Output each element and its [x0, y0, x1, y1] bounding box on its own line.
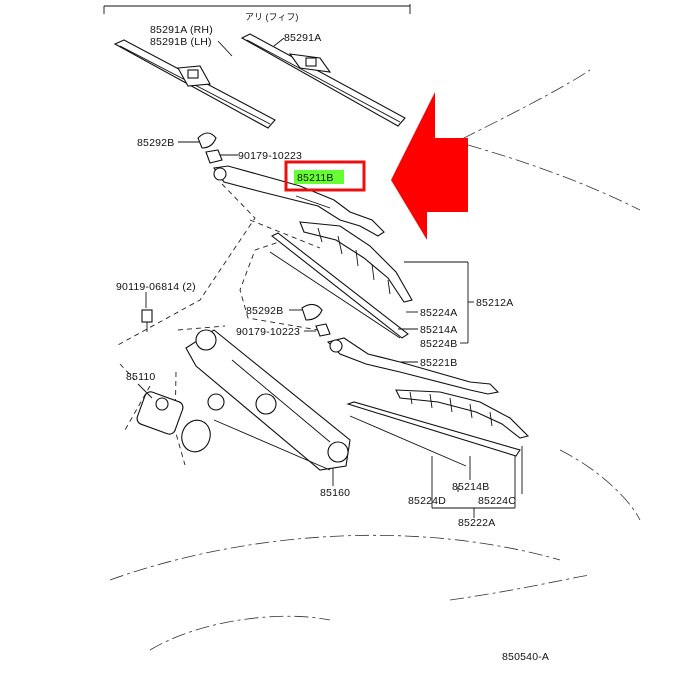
label-85212a: 85212A — [476, 297, 513, 309]
blade-assembly-85222a — [346, 389, 530, 467]
bolt — [141, 292, 153, 332]
label-85224a: 85224A — [420, 307, 457, 319]
label-85224b: 85224B — [420, 338, 457, 350]
highlight-box — [284, 160, 366, 192]
label-85221b: 85221B — [420, 357, 457, 369]
wiper-blade-lh — [113, 39, 276, 129]
label-85211b: 85211B — [297, 172, 334, 184]
label-90179-top: 90179-10223 — [238, 150, 302, 162]
frame-border — [103, 4, 411, 14]
pivot-cap-top — [197, 132, 223, 164]
wiper-blade-rh — [240, 33, 406, 127]
label-85222a: 85222A — [458, 517, 495, 529]
label-85292b-mid: 85292B — [246, 305, 283, 317]
wiper-linkage — [185, 329, 351, 486]
label-90119: 90119-06814 (2) — [116, 281, 196, 293]
wiper-motor — [136, 383, 211, 453]
pivot-cap-mid — [289, 303, 331, 337]
label-90179-mid: 90179-10223 — [236, 326, 300, 338]
label-85292b-top: 85292B — [137, 137, 174, 149]
label-85291a-rh: 85291A (RH) — [150, 24, 213, 36]
header-note: アリ (フィフ) — [245, 12, 298, 22]
label-85214b: 85214B — [452, 481, 489, 493]
wiper-arm-85211b — [213, 165, 385, 237]
blade-assembly-85212a — [269, 221, 413, 339]
pointer-arrow — [391, 92, 468, 240]
label-85291b-lh: 85291B (LH) — [150, 36, 212, 48]
figure-code: 850540-A — [502, 651, 549, 663]
label-85110: 85110 — [126, 371, 155, 383]
label-85224c: 85224C — [478, 495, 516, 507]
vehicle-outline — [109, 69, 641, 651]
label-85291a: 85291A — [284, 32, 321, 44]
highlight-marker — [294, 170, 344, 184]
label-85214a: 85214A — [420, 324, 457, 336]
label-85224d: 85224D — [408, 495, 446, 507]
leader-lines-top — [178, 37, 285, 156]
wiper-arm-85221b — [326, 337, 500, 395]
leader-lines-right — [398, 261, 523, 518]
label-85160: 85160 — [320, 487, 350, 499]
